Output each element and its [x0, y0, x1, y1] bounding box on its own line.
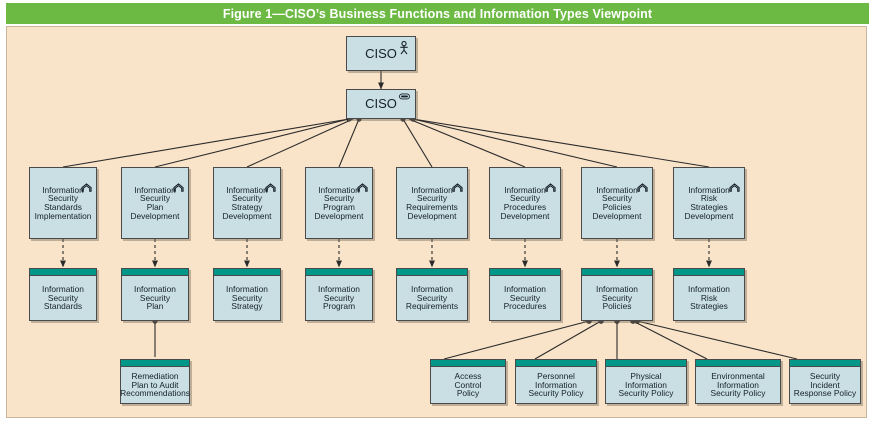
node-label: Information Security Standards Implement…	[34, 184, 92, 221]
object-header-bar	[696, 360, 780, 367]
business-process-icon	[81, 183, 92, 192]
node-label: Personnel Information Security Policy	[528, 371, 584, 399]
connector-layer	[60, 71, 798, 360]
node-label: Information Security Requirements	[405, 284, 459, 312]
node-sub-object-access-control-policy[interactable]: Access Control Policy	[430, 359, 506, 404]
object-header-bar	[30, 269, 96, 276]
node-object-7[interactable]: Information Risk Strategies	[673, 268, 745, 321]
node-process-1[interactable]: Information Security Plan Development	[121, 167, 189, 239]
node-sub-object-incident-response-policy[interactable]: Security Incident Response Policy	[789, 359, 861, 404]
object-header-bar	[306, 269, 372, 276]
object-header-bar	[490, 269, 560, 276]
node-label: Environmental Information Security Polic…	[710, 371, 766, 399]
node-object-1[interactable]: Information Security Plan	[121, 268, 189, 321]
node-label: Information Security Procedures Developm…	[500, 184, 550, 221]
node-sub-object-personnel-policy[interactable]: Personnel Information Security Policy	[515, 359, 597, 404]
node-label: Information Risk Strategies	[688, 284, 730, 312]
node-object-2[interactable]: Information Security Strategy	[213, 268, 281, 321]
node-process-0[interactable]: Information Security Standards Implement…	[29, 167, 97, 239]
object-header-bar	[606, 360, 686, 367]
node-ciso-business-function[interactable]: CISO	[346, 89, 416, 119]
node-label: Information Security Policies	[596, 284, 638, 312]
node-label: Information Security Strategy	[226, 284, 268, 312]
object-header-bar	[582, 269, 652, 276]
business-process-icon	[545, 183, 556, 192]
business-process-icon	[729, 183, 740, 192]
node-object-5[interactable]: Information Security Procedures	[489, 268, 561, 321]
object-header-bar	[121, 360, 189, 367]
node-label: Security Incident Response Policy	[793, 371, 857, 399]
node-process-4[interactable]: Information Security Requirements Develo…	[396, 167, 468, 239]
object-header-bar	[516, 360, 596, 367]
node-sub-object-remediation-plan[interactable]: Remediation Plan to Audit Recommendation…	[120, 359, 190, 404]
object-header-bar	[214, 269, 280, 276]
node-label: Information Security Requirements Develo…	[406, 184, 458, 221]
diagram-canvas: CISO CISO Information Security Standards…	[6, 26, 867, 418]
figure-title: Figure 1—CISO’s Business Functions and I…	[222, 6, 653, 21]
node-object-6[interactable]: Information Security Policies	[581, 268, 653, 321]
node-label: Information Security Program Development	[314, 184, 364, 221]
object-header-bar	[674, 269, 744, 276]
node-sub-object-environmental-policy[interactable]: Environmental Information Security Polic…	[695, 359, 781, 404]
object-header-bar	[397, 269, 467, 276]
object-header-bar	[122, 269, 188, 276]
node-sub-object-physical-policy[interactable]: Physical Information Security Policy	[605, 359, 687, 404]
business-process-icon	[265, 183, 276, 192]
business-process-icon	[637, 183, 648, 192]
node-label: Information Security Policies Developmen…	[592, 184, 642, 221]
node-process-3[interactable]: Information Security Program Development	[305, 167, 373, 239]
node-label: Information Security Plan Development	[130, 184, 180, 221]
node-process-2[interactable]: Information Security Strategy Developmen…	[213, 167, 281, 239]
node-label: Remediation Plan to Audit Recommendation…	[120, 371, 190, 399]
node-label: Information Security Procedures	[503, 284, 547, 312]
node-object-4[interactable]: Information Security Requirements	[396, 268, 468, 321]
node-label: Information Security Standards	[42, 284, 84, 312]
node-label: Information Risk Strategies Development	[684, 184, 734, 221]
object-header-bar	[790, 360, 860, 367]
node-ciso-actor[interactable]: CISO	[346, 36, 416, 71]
node-label: Information Security Program	[318, 284, 360, 312]
business-process-icon	[173, 183, 184, 192]
node-process-6[interactable]: Information Security Policies Developmen…	[581, 167, 653, 239]
node-label: CISO	[365, 96, 397, 112]
node-process-7[interactable]: Information Risk Strategies Development	[673, 167, 745, 239]
node-label: Information Security Strategy Developmen…	[222, 184, 272, 221]
node-label: Information Security Plan	[134, 284, 176, 312]
node-object-0[interactable]: Information Security Standards	[29, 268, 97, 321]
node-object-3[interactable]: Information Security Program	[305, 268, 373, 321]
business-process-icon	[357, 183, 368, 192]
object-header-bar	[431, 360, 505, 367]
figure-title-bar: Figure 1—CISO’s Business Functions and I…	[6, 3, 869, 24]
node-label: CISO	[365, 45, 397, 61]
node-label: Physical Information Security Policy	[618, 371, 674, 399]
business-process-icon	[452, 183, 463, 192]
node-process-5[interactable]: Information Security Procedures Developm…	[489, 167, 561, 239]
node-label: Access Control Policy	[454, 371, 482, 399]
